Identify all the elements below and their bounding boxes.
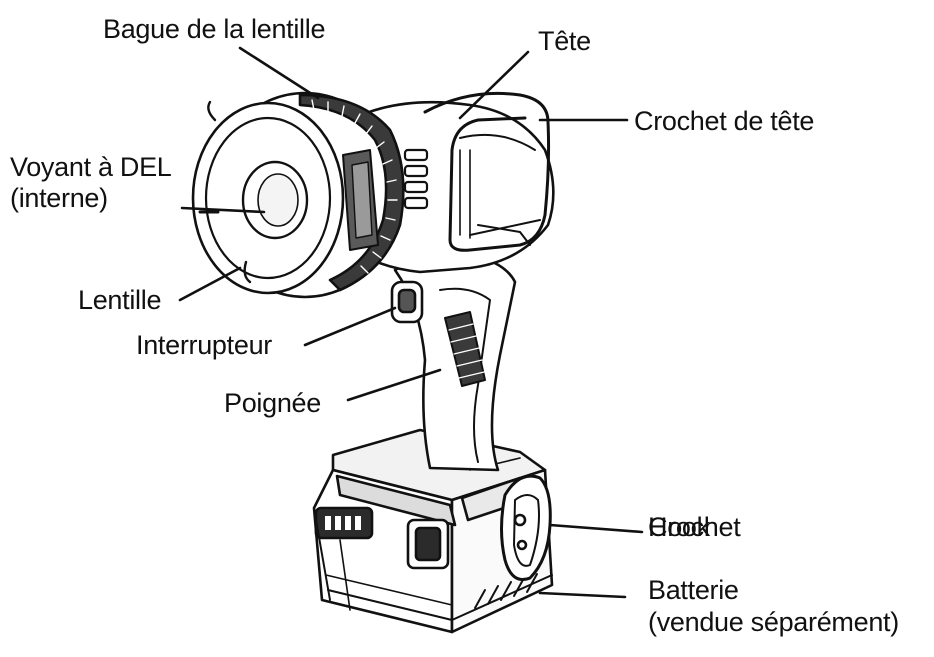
label-head-hook: Crochet de tête: [634, 106, 815, 136]
label-lens: Lentille: [78, 285, 162, 315]
label-grip: Poignée: [224, 388, 321, 418]
side-hook: [500, 474, 552, 581]
lens-ring: [191, 91, 405, 299]
label-led-light: Voyant à DEL (interne): [10, 152, 172, 213]
label-switch: Interrupteur: [136, 330, 272, 360]
leader-lines: [178, 46, 644, 599]
head-body: [348, 91, 555, 274]
label-battery: Batterie (vendue séparément): [648, 575, 899, 637]
label-hook-overlap: Crochet Hook: [648, 512, 788, 546]
label-hook-fr: Crochet: [648, 512, 741, 542]
label-hook-en: Hook: [648, 512, 710, 542]
handle: [390, 252, 517, 472]
label-head: Tête: [538, 26, 591, 56]
label-lens-ring: Bague de la lentille: [103, 14, 326, 44]
